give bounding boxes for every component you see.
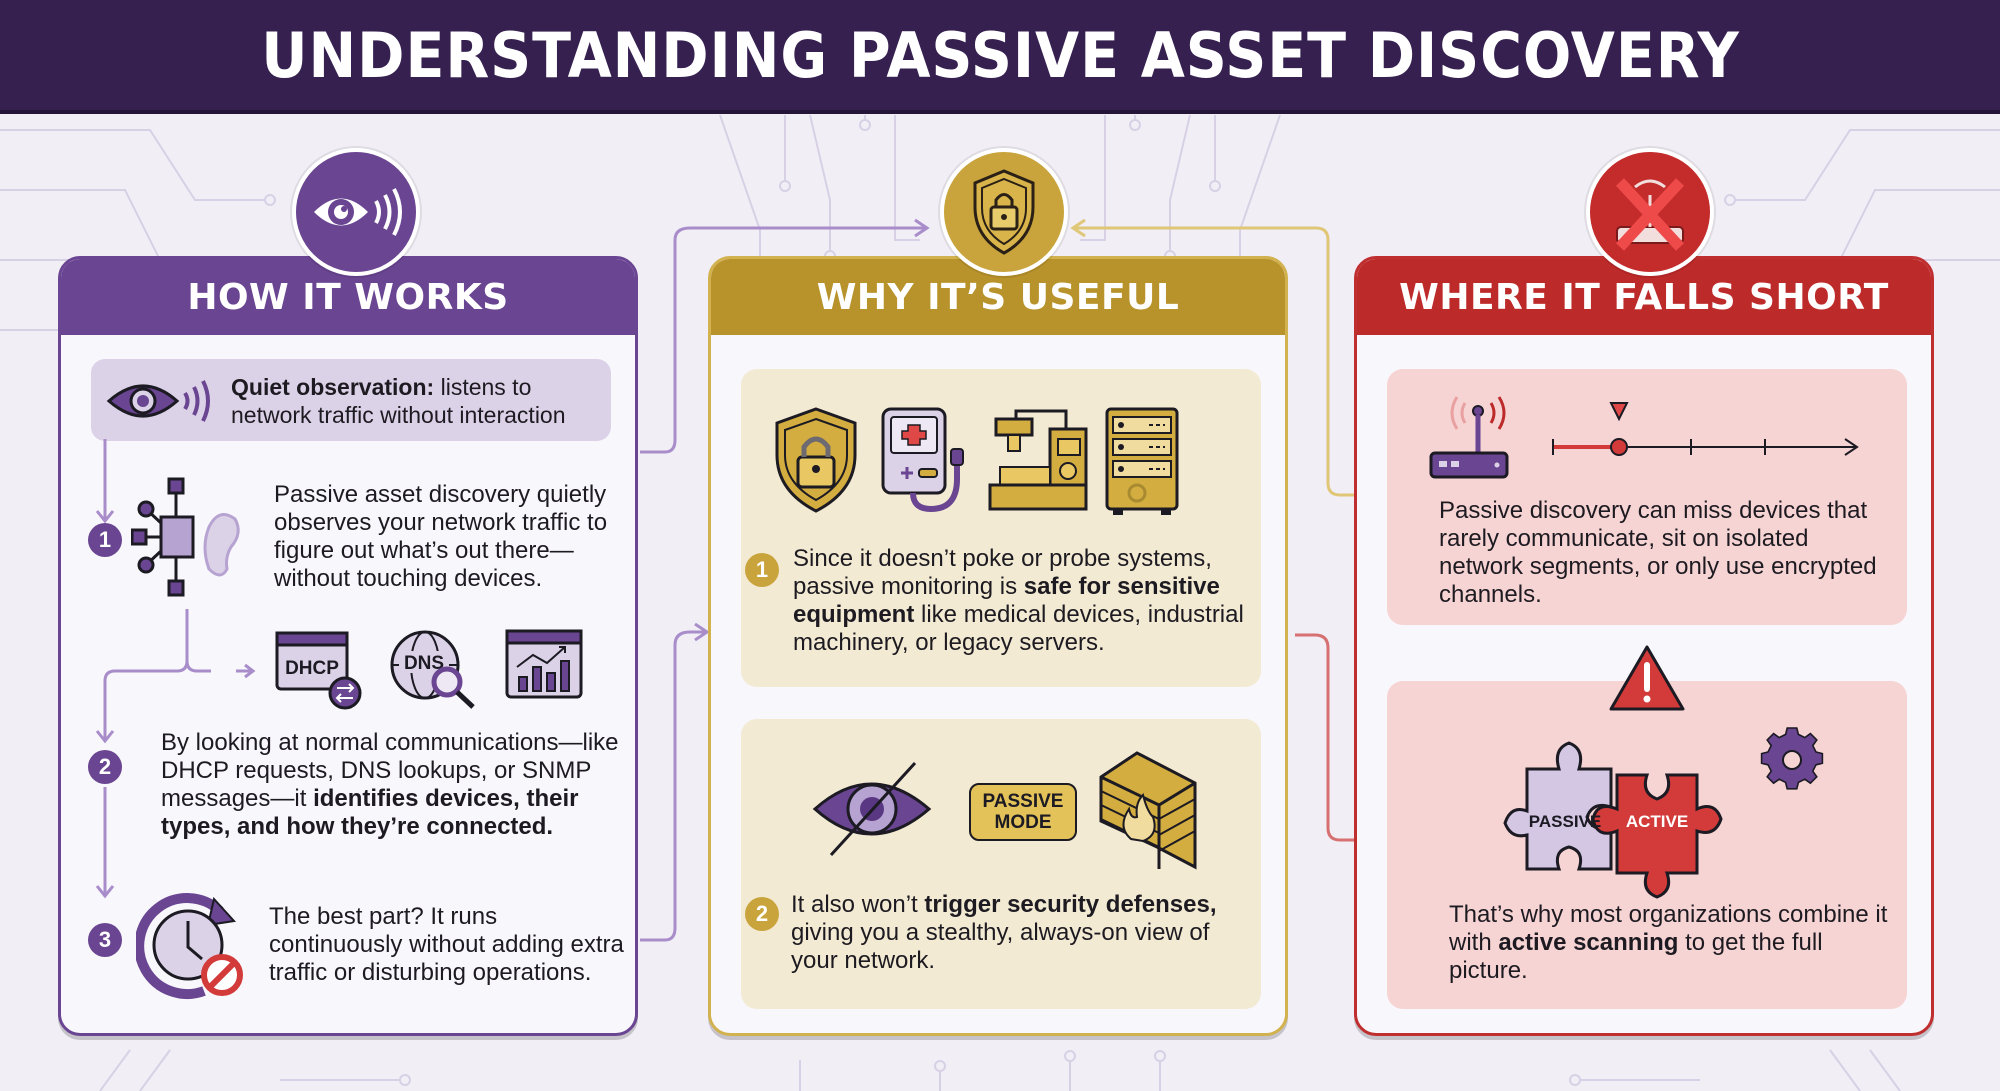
panel-why-useful: WHY IT’S USEFUL [708,256,1288,1036]
quiet-observation-label: Quiet observation: [231,374,435,400]
eye-signal-icon [292,148,420,276]
steps-flow-line [95,439,211,899]
puzzle-active-label: ACTIVE [1626,812,1688,831]
panel-falls-short: WHERE IT FALLS SHORT Passive discovery c… [1354,256,1934,1036]
router-signal-icon [1429,396,1509,479]
server-rack-icon [1105,407,1179,515]
medical-device-icon [881,407,964,513]
analytics-chart-icon [505,629,583,699]
shortfall-2-text: That’s why most organizations combine it… [1449,901,1888,984]
useful-item-2: PASSIVE MODE 2 It also won’t trigger sec… [741,719,1261,1009]
dhcp-label: DHCP [285,658,339,679]
item-number-badge: 2 [745,897,779,931]
network-ear-icon [131,477,240,597]
shield-lock-icon [775,407,857,513]
step-number-badge: 3 [88,923,122,957]
arrow-right-icon [236,663,256,679]
page-title: UNDERSTANDING PASSIVE ASSET DISCOVERY [260,18,1740,92]
router-blocked-icon [1586,148,1714,276]
item-number-badge: 1 [745,553,779,587]
dhcp-window-icon: DHCP [275,631,362,710]
title-banner: UNDERSTANDING PASSIVE ASSET DISCOVERY [0,0,2000,114]
quiet-observation-box: Quiet observation: listens to network tr… [91,359,611,441]
puzzle-pieces-icon: PASSIVE ACTIVE [1503,741,1723,899]
step-number-badge: 1 [88,523,122,557]
industrial-machine-icon [988,409,1088,511]
useful-2-text: It also won’t trigger security defenses,… [791,891,1217,974]
dns-label: DNS [404,653,444,674]
useful-1-text: Since it doesn’t poke or probe systems, … [793,545,1244,656]
useful-item-1: 1 Since it doesn’t poke or probe systems… [741,369,1261,687]
step-2-text: By looking at normal communications—like… [161,729,619,840]
eye-icon [106,380,210,422]
passive-mode-badge: PASSIVE MODE [969,783,1077,841]
dns-globe-icon: DNS [390,630,475,709]
quiet-observation-text: Quiet observation: listens to network tr… [231,373,601,429]
firewall-icon [1099,751,1197,870]
timeline-gap-icon [1552,402,1859,456]
step-number-badge: 2 [88,750,122,784]
shortfall-item-1: Passive discovery can miss devices that … [1387,369,1907,625]
panel-how-it-works: HOW IT WORKS Quiet observation: listens … [58,256,638,1036]
step-3-text: The best part? It runs continuously with… [269,903,624,986]
shield-lock-icon [940,148,1068,276]
shortfall-1-text: Passive discovery can miss devices that … [1439,497,1877,608]
clock-no-icon [136,893,243,1000]
hidden-eye-icon [812,761,932,857]
warning-icon [1609,645,1685,711]
puzzle-passive-label: PASSIVE [1529,812,1601,831]
quiet-observation-desc: listens to network traffic without inter… [231,374,566,428]
gear-icon [1760,727,1824,790]
step-1-text: Passive asset discovery quietly observes… [274,481,608,592]
